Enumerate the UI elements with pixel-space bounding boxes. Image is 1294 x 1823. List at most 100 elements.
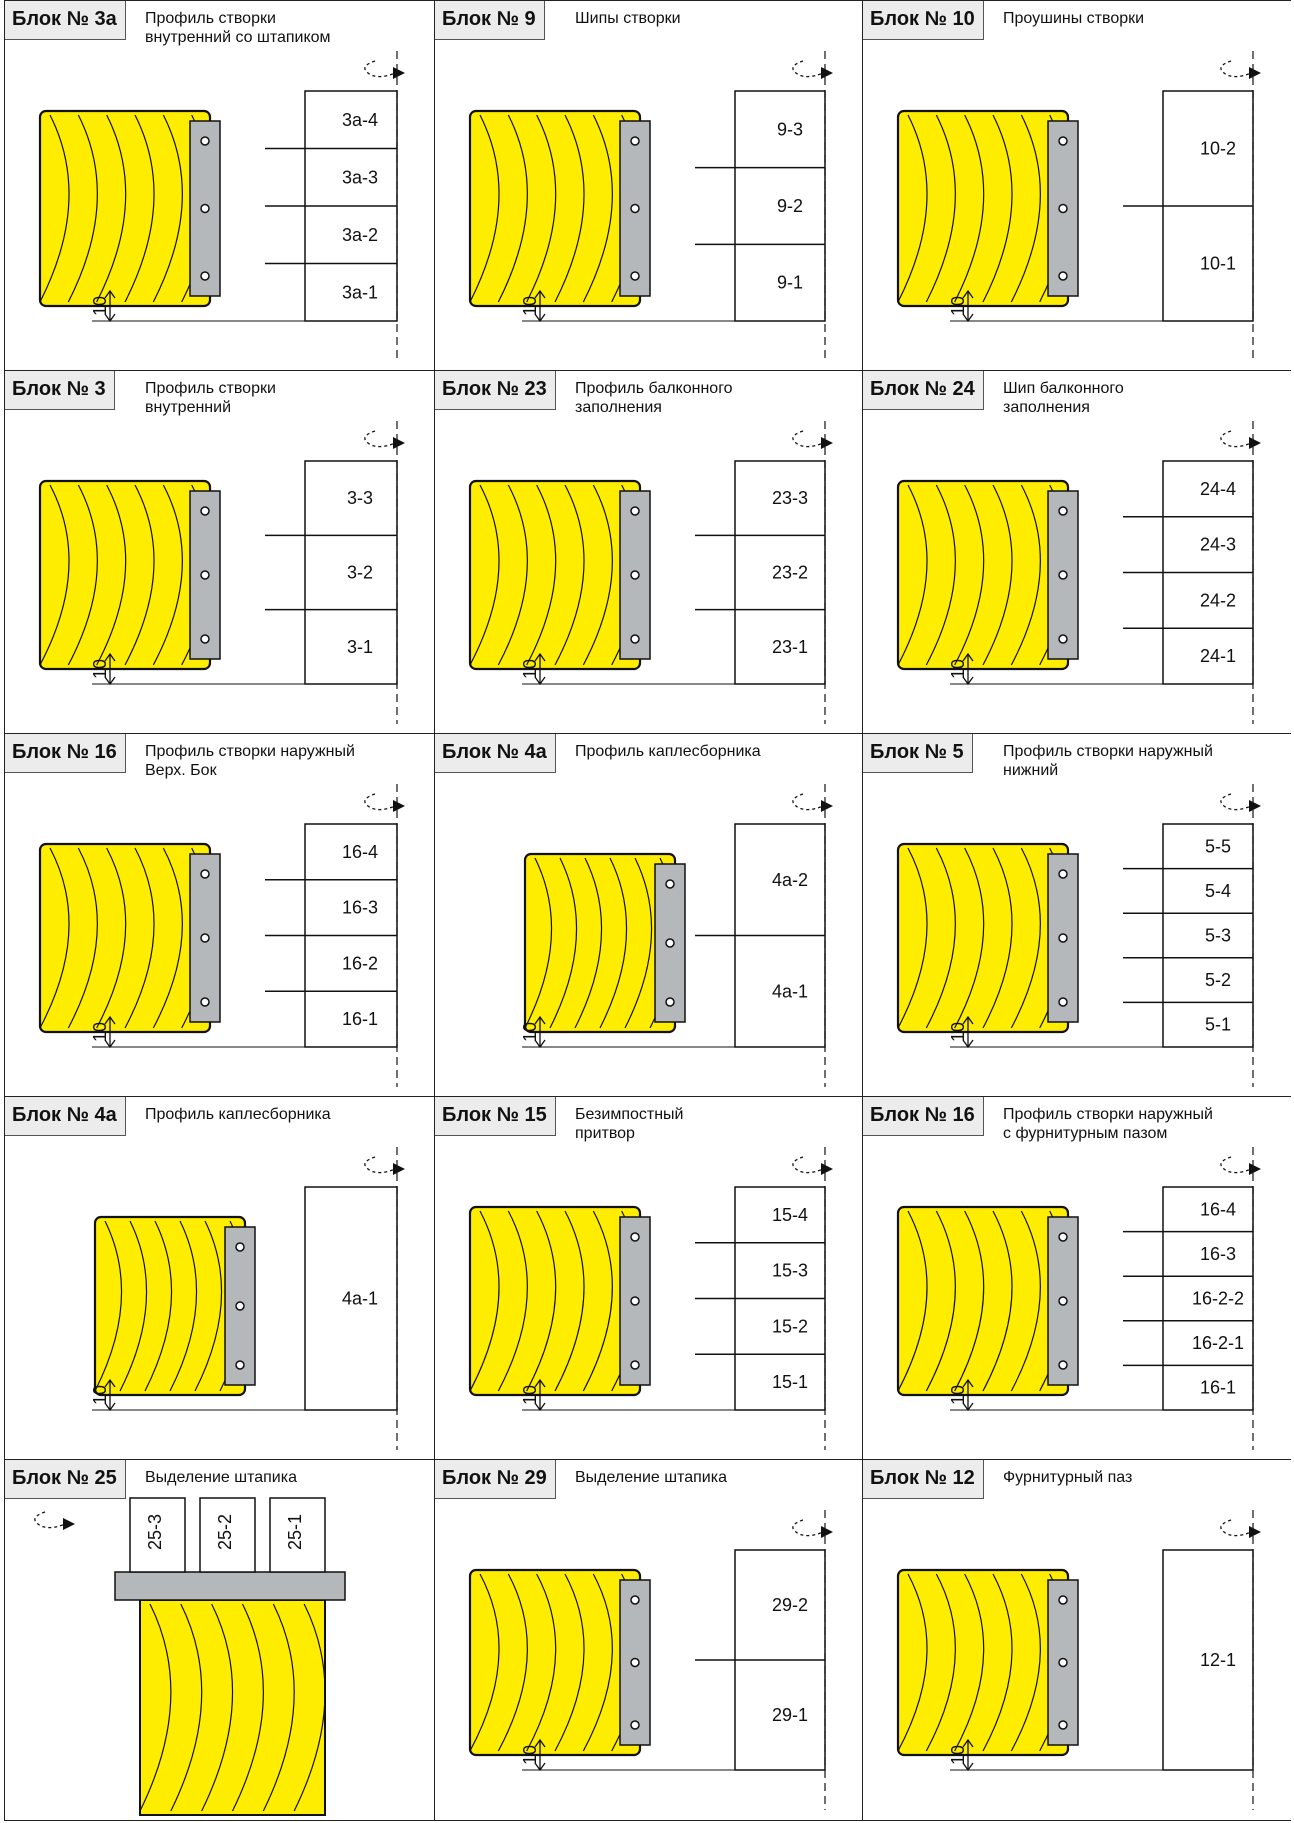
wood-workpiece	[93, 1215, 247, 1397]
wood-grain-line	[954, 484, 985, 666]
cutter-label: 29-2	[772, 1595, 808, 1615]
block-label: Блок № 25	[5, 1460, 126, 1499]
arrow-head-icon	[821, 437, 833, 449]
knife-screw-icon	[630, 1360, 640, 1370]
wood-grain-line	[1010, 484, 1041, 666]
cutter-label: 15-1	[772, 1372, 808, 1392]
profile-drawing: 24-424-324-224-110	[896, 421, 1261, 724]
rotation-arrow-icon	[1220, 430, 1252, 448]
cutter-label: 10-2	[1200, 139, 1236, 159]
knife-screw-icon	[630, 203, 640, 214]
cutter-knife	[1047, 1579, 1079, 1746]
cutter-label: 3а-2	[342, 225, 378, 245]
knife-screw-icon	[1058, 570, 1068, 580]
arrow-head-icon	[1249, 1526, 1261, 1538]
dimension-value: 10	[90, 659, 110, 679]
wood-grain-line	[144, 1220, 173, 1392]
wood-grain-line	[39, 114, 70, 303]
wood-grain-line	[582, 114, 613, 303]
wood-grain-line	[152, 847, 183, 1029]
arrow-head-icon	[393, 67, 405, 79]
wood-grain-line	[67, 114, 98, 303]
profile-drawing: 9-39-29-110	[468, 51, 833, 361]
cutter-knife	[224, 1226, 256, 1386]
profile-drawing: 16-416-316-216-110	[38, 784, 405, 1087]
wood-grain-line	[954, 847, 985, 1029]
wood-grain-line	[96, 847, 127, 1029]
wood-grain-line	[897, 484, 928, 666]
block-label: Блок № 10	[863, 1, 984, 40]
wood-grain-line	[39, 847, 70, 1029]
cutter-label: 5-1	[1205, 1015, 1231, 1035]
block-description: Профиль створки внутренний со штапиком	[145, 10, 331, 46]
knife-screw-icon	[1058, 1595, 1068, 1605]
knife-screw-icon	[235, 1301, 245, 1311]
knife-screw-icon	[1058, 634, 1068, 644]
wood-grain-line	[194, 1220, 223, 1392]
block-description: Безимпостный притвор	[575, 1106, 684, 1142]
rotation-arrow-icon	[1220, 1156, 1252, 1174]
wood-grain-line	[293, 1603, 326, 1812]
wood-grain-line	[497, 484, 528, 666]
rotation-arrow-icon	[364, 60, 396, 78]
wood-grain-line	[96, 114, 127, 303]
dimension-arrow-icon	[962, 1738, 974, 1748]
wood-grain-line	[954, 114, 985, 303]
cell-block-3a: Блок № 3а Профиль створки внутренний со …	[5, 1, 435, 371]
wood-grain-line	[582, 1573, 613, 1752]
wood-grain-line	[526, 484, 557, 666]
knife-screw-icon	[1058, 1720, 1068, 1730]
knife-screw-icon	[1058, 933, 1068, 943]
wood-grain-line	[925, 1573, 956, 1752]
cutter-knife	[619, 120, 651, 297]
block-description: Выделение штапика	[575, 1469, 727, 1486]
wood-grain-line	[497, 1573, 528, 1752]
wood-grain-line	[897, 114, 928, 303]
dimension-arrow-icon	[104, 1378, 116, 1388]
block-label: Блок № 4а	[5, 1097, 126, 1136]
knife-screw-icon	[200, 634, 210, 644]
cutter-body	[269, 1497, 326, 1573]
arrow-head-icon	[821, 1163, 833, 1175]
cutter-label: 3а-4	[342, 110, 378, 130]
rotation-arrow-icon	[1220, 60, 1252, 78]
knife-screw-icon	[630, 634, 640, 644]
dimension-arrow-icon	[104, 652, 116, 662]
wood-grain-line	[925, 1210, 956, 1392]
arrow-head-icon	[821, 800, 833, 812]
cell-block-16-hardware: Блок № 16 Профиль створки наружный с фур…	[863, 1097, 1291, 1460]
wood-grain-line	[982, 1573, 1013, 1752]
block-description: Шип балконного заполнения	[1003, 380, 1124, 416]
cutter-label: 15-3	[772, 1261, 808, 1281]
arrow-head-icon	[821, 1526, 833, 1538]
knife-screw-icon	[200, 506, 210, 516]
cutter-label: 3-1	[347, 637, 373, 657]
wood-grain-line	[925, 114, 956, 303]
wood-grain-line	[554, 114, 585, 303]
wood-grain-line	[262, 1603, 295, 1812]
wood-grain-line	[554, 484, 585, 666]
cutter-label: 4а-2	[772, 870, 808, 890]
dimension-value: 10	[90, 1385, 110, 1405]
dimension-arrow-icon	[962, 289, 974, 299]
block-description: Выделение штапика	[145, 1469, 297, 1486]
wood-grain-line	[624, 857, 653, 1029]
block-label: Блок № 29	[435, 1460, 556, 1499]
block-label: Блок № 3а	[5, 1, 126, 40]
wood-grain-line	[119, 1220, 148, 1392]
cutter-label: 4а-1	[342, 1289, 378, 1309]
profile-drawing: 10-210-110	[896, 51, 1261, 361]
wood-grain-line	[954, 1573, 985, 1752]
wood-grain-line	[124, 847, 155, 1029]
dimension-value: 10	[948, 659, 968, 679]
block-description: Профиль створки наружный нижний	[1003, 743, 1213, 779]
knife-screw-icon	[200, 570, 210, 580]
knife-screw-icon	[630, 506, 640, 516]
wood-grain-line	[67, 847, 98, 1029]
block-description: Проушины створки	[1003, 10, 1145, 27]
